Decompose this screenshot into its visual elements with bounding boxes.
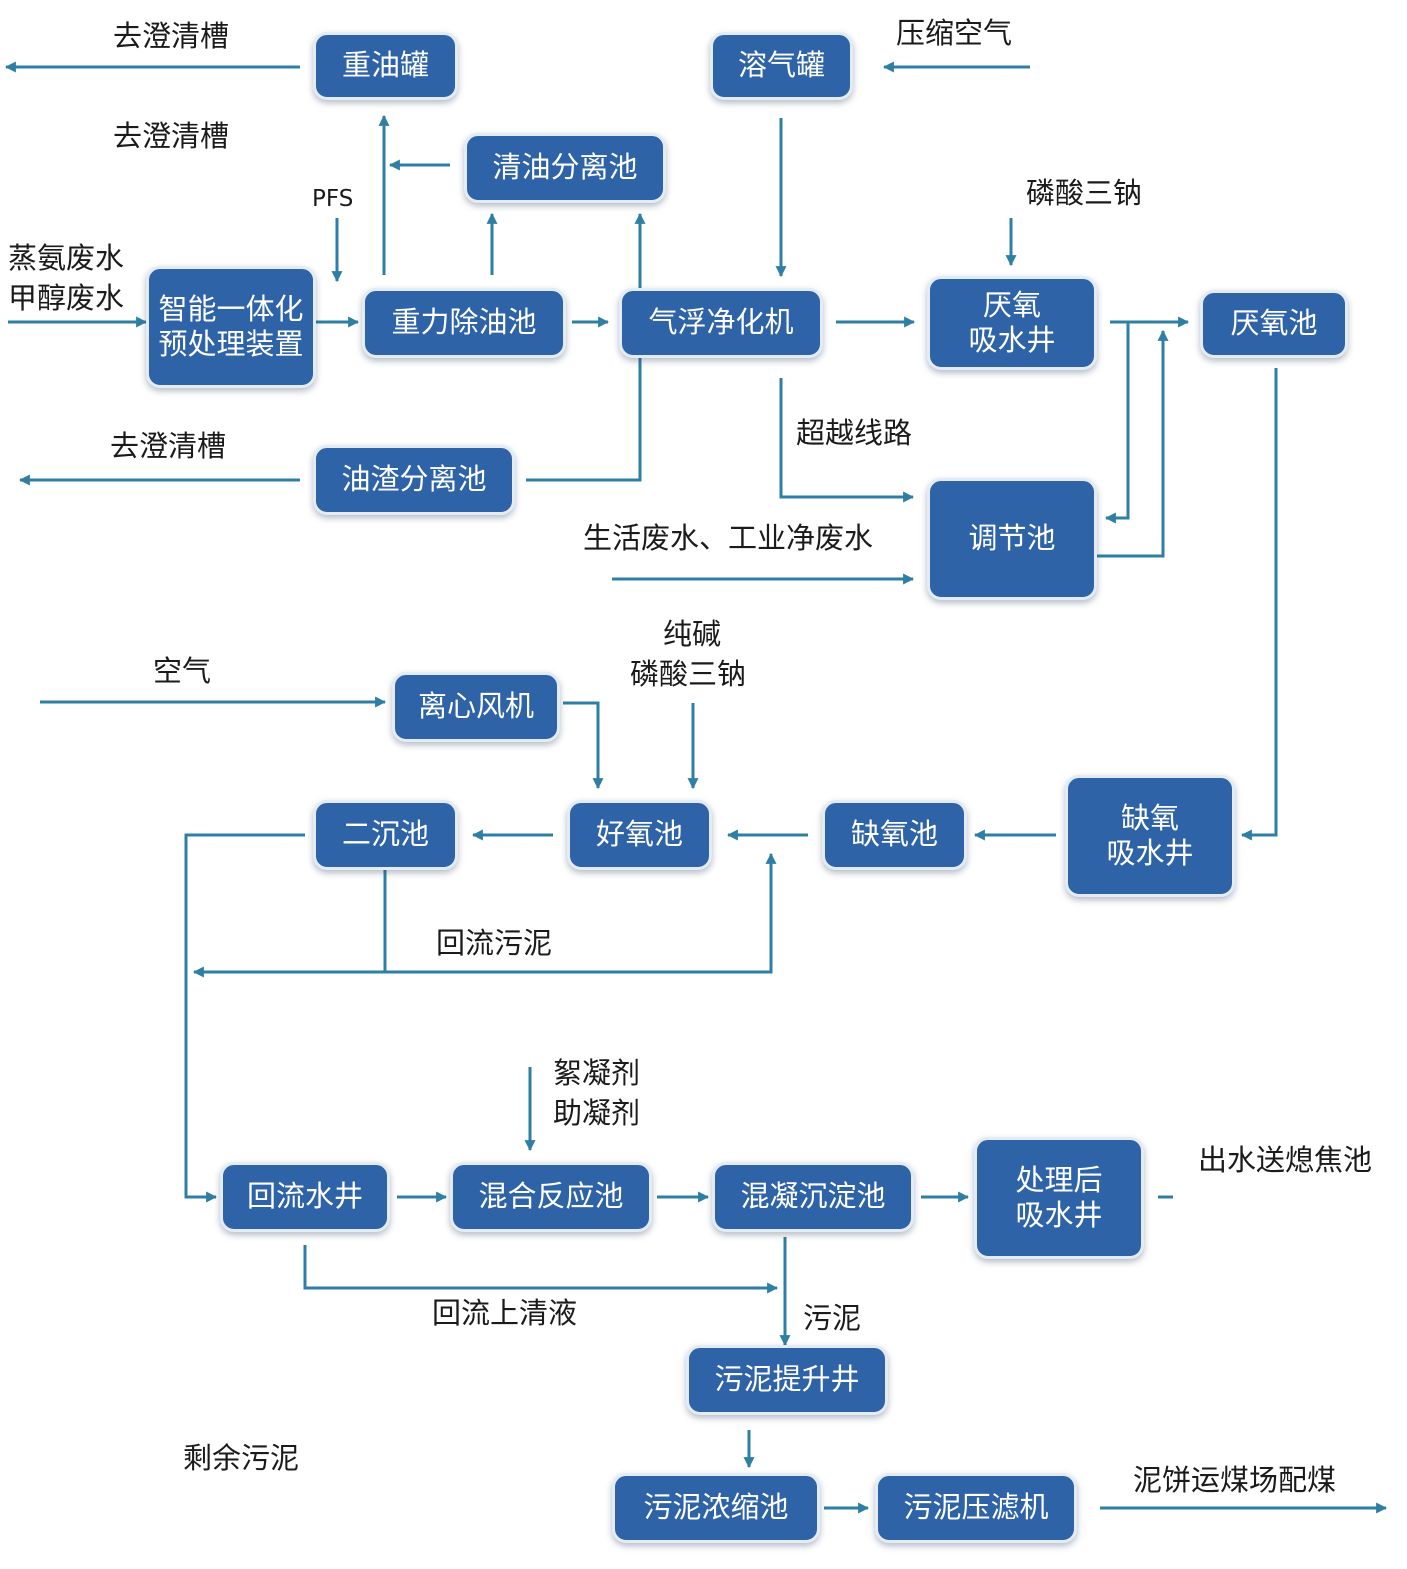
pfs-label: PFS <box>312 186 354 212</box>
line-clarifier-to-return-well <box>184 833 305 1203</box>
regulating-tank-box: 调节池 <box>927 478 1097 600</box>
regulating-tank-label: 调节池 <box>968 521 1056 556</box>
cake-transport-label: 泥饼运煤场配煤 <box>1133 1463 1337 1497</box>
line-fan-to-aerobic <box>563 701 604 790</box>
anaerobic-tank-label: 厌氧池 <box>1230 306 1318 341</box>
line-bypass <box>779 378 915 503</box>
coag-sedimentation-box: 混凝沉淀池 <box>712 1162 914 1232</box>
anaerobic-well-box: 厌氧吸水井 <box>927 276 1097 370</box>
to-clarifier-label-2: 去澄清槽 <box>113 119 230 153</box>
sludge-thickener-label: 污泥浓缩池 <box>643 1490 789 1525</box>
anoxic-tank-label: 缺氧池 <box>850 817 938 852</box>
mixing-reaction-box: 混合反应池 <box>450 1162 652 1232</box>
gravity-deoiling-box: 重力除油池 <box>362 288 566 358</box>
pretreatment-unit-label-line1: 智能一体化 <box>158 291 304 326</box>
heavy-oil-tank-label: 重油罐 <box>341 48 429 83</box>
sludge-thickener-box: 污泥浓缩池 <box>612 1473 820 1543</box>
pretreatment-unit-label-line2: 预处理装置 <box>158 327 304 361</box>
oil-residue-separator-label: 油渣分离池 <box>341 462 487 497</box>
pretreatment-unit-box: 智能一体化预处理装置 <box>146 266 316 388</box>
heavy-oil-tank-box: 重油罐 <box>313 32 458 100</box>
sludge-lift-well-box: 污泥提升井 <box>686 1345 888 1415</box>
air-label: 空气 <box>153 654 212 688</box>
mixing-reaction-label: 混合反应池 <box>478 1179 624 1214</box>
bypass-line-label: 超越线路 <box>796 416 913 450</box>
line-return-supernatant <box>303 1245 779 1294</box>
to-clarifier-label-1: 去澄清槽 <box>113 19 230 53</box>
trisodium-phosphate-label-1: 磷酸三钠 <box>1026 176 1143 210</box>
aerobic-tank-box: 好氧池 <box>567 800 712 870</box>
anaerobic-well-label-line2: 吸水井 <box>968 323 1056 357</box>
excess-sludge-label: 剩余污泥 <box>183 1441 300 1475</box>
centrifugal-fan-box: 离心风机 <box>392 672 560 742</box>
sludge-filter-press-box: 污泥压滤机 <box>875 1473 1077 1543</box>
oil-residue-separator-box: 油渣分离池 <box>313 445 515 515</box>
sludge-lift-well-label: 污泥提升井 <box>714 1362 860 1397</box>
return-sludge-label: 回流污泥 <box>436 926 553 960</box>
air-flotation-label: 气浮净化机 <box>648 305 794 340</box>
line-anaerobic-down <box>1240 368 1278 841</box>
anaerobic-tank-box: 厌氧池 <box>1200 290 1348 358</box>
effluent-label: 出水送熄焦池 <box>1198 1143 1373 1177</box>
flocculant-label: 絮凝剂 <box>553 1056 641 1090</box>
line-residue-link <box>526 356 642 482</box>
secondary-clarifier-label: 二沉池 <box>341 817 429 852</box>
treated-well-label-line2: 吸水井 <box>1015 1198 1103 1232</box>
to-clarifier-label-3: 去澄清槽 <box>110 429 227 463</box>
domestic-industrial-wastewater-label: 生活废水、工业净废水 <box>583 521 874 555</box>
anoxic-well-label-line1: 缺氧 <box>1120 800 1179 835</box>
aerobic-tank-label: 好氧池 <box>595 817 683 852</box>
dissolved-air-tank-label: 溶气罐 <box>737 48 825 83</box>
soda-ash-label: 纯碱 <box>663 617 722 651</box>
anoxic-well-box: 缺氧吸水井 <box>1065 775 1235 897</box>
anaerobic-well-label-line1: 厌氧 <box>982 287 1041 322</box>
clear-oil-separator-label: 清油分离池 <box>492 150 638 185</box>
line-return-sludge <box>383 852 777 974</box>
coag-sedimentation-label: 混凝沉淀池 <box>740 1179 886 1214</box>
compressed-air-label: 压缩空气 <box>896 16 1013 50</box>
line-regulating-to-anaerobic <box>1096 329 1169 558</box>
methanol-wastewater-label: 甲醇废水 <box>8 281 125 315</box>
treated-well-label-line1: 处理后 <box>1015 1162 1103 1197</box>
treated-well-box: 处理后吸水井 <box>974 1137 1144 1259</box>
line-well-to-regulating <box>1104 322 1130 524</box>
sludge-filter-press-label: 污泥压滤机 <box>903 1490 1049 1525</box>
return-supernatant-label: 回流上清液 <box>432 1296 578 1330</box>
trisodium-phosphate-label-2: 磷酸三钠 <box>630 657 747 691</box>
air-flotation-box: 气浮净化机 <box>619 288 823 358</box>
gravity-deoiling-label: 重力除油池 <box>391 305 537 340</box>
return-well-box: 回流水井 <box>220 1162 390 1232</box>
return-well-label: 回流水井 <box>246 1179 363 1214</box>
dissolved-air-tank-box: 溶气罐 <box>710 32 853 100</box>
clear-oil-separator-box: 清油分离池 <box>464 133 666 203</box>
anoxic-tank-box: 缺氧池 <box>822 800 967 870</box>
secondary-clarifier-box: 二沉池 <box>313 800 458 870</box>
sludge-label: 污泥 <box>803 1301 862 1335</box>
centrifugal-fan-label: 离心风机 <box>417 689 534 724</box>
ammonia-wastewater-label: 蒸氨废水 <box>8 241 125 275</box>
anoxic-well-label-line2: 吸水井 <box>1106 836 1194 870</box>
coagulant-aid-label: 助凝剂 <box>553 1096 641 1130</box>
